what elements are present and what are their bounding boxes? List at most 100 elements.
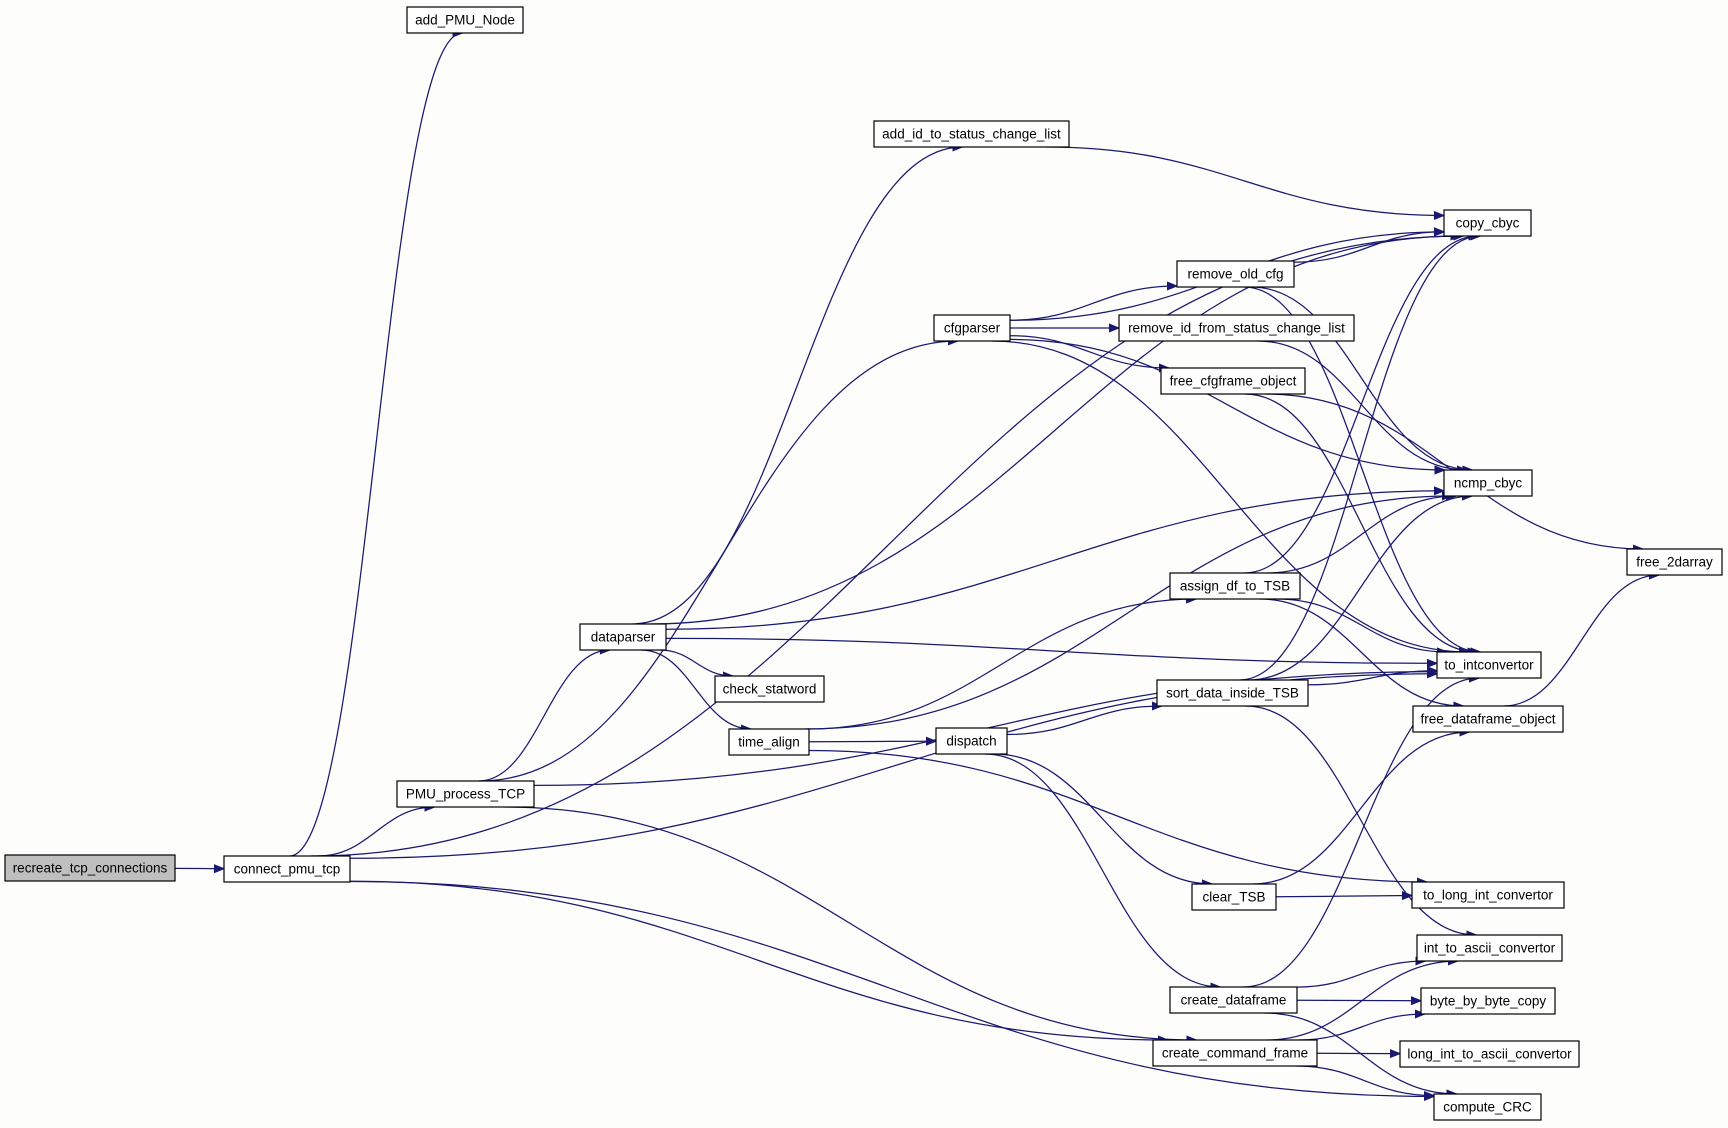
node-box-dataparser[interactable]: [579, 623, 667, 651]
edge-create_dataframe-to-int_to_ascii_convertor: [1296, 961, 1426, 988]
node-box-to_long_int_convertor[interactable]: [1411, 881, 1565, 909]
node-box-ncmp_cbyc[interactable]: [1443, 469, 1533, 497]
node-recreate_tcp_connections[interactable]: recreate_tcp_connections: [4, 854, 176, 882]
edge-time_align-to-dispatch: [808, 741, 936, 742]
edge-PMU_process_TCP-to-create_command_frame: [504, 806, 1196, 1040]
edge-create_dataframe-to-byte_by_byte_copy: [1296, 1000, 1421, 1001]
edge-remove_old_cfg-to-copy_cbyc: [1293, 232, 1444, 263]
edge-connect_pmu_tcp-to-add_PMU_Node: [289, 33, 463, 857]
edge-dataparser-to-copy_cbyc: [650, 236, 1460, 625]
edge-time_align-to-assign_df_to_TSB: [807, 599, 1196, 730]
node-check_statword[interactable]: check_statword: [714, 675, 825, 703]
node-box-sort_data_inside_TSB[interactable]: [1156, 679, 1309, 707]
edge-clear_TSB-to-free_dataframe_object: [1252, 732, 1470, 885]
node-label-add_id_to_status_change_list: add_id_to_status_change_list: [882, 127, 1061, 142]
node-remove_old_cfg[interactable]: remove_old_cfg: [1176, 260, 1295, 288]
edge-dataparser-to-ncmp_cbyc: [665, 491, 1444, 630]
edge-remove_old_cfg-to-to_intconvertor: [1243, 286, 1481, 652]
node-box-long_int_to_ascii_convertor[interactable]: [1399, 1040, 1580, 1068]
node-add_id_to_status_change_list[interactable]: add_id_to_status_change_list: [873, 120, 1070, 148]
node-label-create_command_frame: create_command_frame: [1162, 1046, 1308, 1061]
node-remove_id_from_status_change_list[interactable]: remove_id_from_status_change_list: [1118, 314, 1355, 342]
node-box-remove_id_from_status_change_list[interactable]: [1118, 314, 1355, 342]
node-label-to_long_int_convertor: to_long_int_convertor: [1423, 888, 1553, 903]
node-box-create_command_frame[interactable]: [1152, 1039, 1318, 1067]
edge-connect_pmu_tcp-to-PMU_process_TCP: [317, 807, 435, 857]
node-box-create_dataframe[interactable]: [1169, 986, 1298, 1014]
edge-sort_data_inside_TSB-to-int_to_ascii_convertor: [1245, 705, 1477, 935]
node-box-PMU_process_TCP[interactable]: [396, 780, 535, 808]
node-copy_cbyc[interactable]: copy_cbyc: [1443, 209, 1532, 237]
node-ncmp_cbyc[interactable]: ncmp_cbyc: [1443, 469, 1533, 497]
node-box-dispatch[interactable]: [935, 727, 1008, 755]
node-label-sort_data_inside_TSB: sort_data_inside_TSB: [1166, 686, 1299, 701]
node-box-int_to_ascii_convertor[interactable]: [1416, 934, 1563, 962]
edge-assign_df_to_TSB-to-copy_cbyc: [1243, 236, 1479, 574]
node-free_dataframe_object[interactable]: free_dataframe_object: [1412, 705, 1564, 733]
edge-remove_old_cfg-to-ncmp_cbyc: [1251, 286, 1472, 470]
node-int_to_ascii_convertor[interactable]: int_to_ascii_convertor: [1416, 934, 1563, 962]
node-box-cfgparser[interactable]: [933, 314, 1011, 342]
node-label-connect_pmu_tcp: connect_pmu_tcp: [234, 862, 341, 877]
node-box-copy_cbyc[interactable]: [1443, 209, 1532, 237]
edge-assign_df_to_TSB-to-free_dataframe_object: [1259, 598, 1464, 706]
node-box-byte_by_byte_copy[interactable]: [1420, 987, 1556, 1015]
node-box-add_PMU_Node[interactable]: [406, 6, 524, 34]
node-label-dataparser: dataparser: [591, 630, 656, 645]
node-dataparser[interactable]: dataparser: [579, 623, 667, 651]
node-create_command_frame[interactable]: create_command_frame: [1152, 1039, 1318, 1067]
node-box-time_align[interactable]: [728, 728, 810, 756]
node-label-to_intconvertor: to_intconvertor: [1444, 658, 1534, 673]
node-box-clear_TSB[interactable]: [1191, 883, 1277, 911]
node-byte_by_byte_copy[interactable]: byte_by_byte_copy: [1420, 987, 1556, 1015]
node-box-recreate_tcp_connections[interactable]: [4, 854, 176, 882]
node-label-remove_id_from_status_change_list: remove_id_from_status_change_list: [1128, 321, 1345, 336]
node-label-recreate_tcp_connections: recreate_tcp_connections: [13, 861, 168, 876]
node-box-free_cfgframe_object[interactable]: [1160, 367, 1306, 395]
node-free_cfgframe_object[interactable]: free_cfgframe_object: [1160, 367, 1306, 395]
node-label-long_int_to_ascii_convertor: long_int_to_ascii_convertor: [1407, 1047, 1572, 1062]
node-create_dataframe[interactable]: create_dataframe: [1169, 986, 1298, 1014]
edge-create_command_frame-to-compute_CRC: [1295, 1065, 1434, 1096]
node-free_2darray[interactable]: free_2darray: [1626, 548, 1723, 576]
node-long_int_to_ascii_convertor[interactable]: long_int_to_ascii_convertor: [1399, 1040, 1580, 1068]
node-time_align[interactable]: time_align: [728, 728, 810, 756]
node-box-connect_pmu_tcp[interactable]: [223, 855, 351, 883]
node-label-time_align: time_align: [738, 735, 800, 750]
node-box-assign_df_to_TSB[interactable]: [1169, 572, 1301, 600]
edge-dispatch-to-clear_TSB: [993, 753, 1212, 884]
node-box-free_2darray[interactable]: [1626, 548, 1723, 576]
node-compute_CRC[interactable]: compute_CRC: [1433, 1093, 1542, 1121]
edge-sort_data_inside_TSB-to-to_intconvertor: [1307, 671, 1437, 686]
node-to_long_int_convertor[interactable]: to_long_int_convertor: [1411, 881, 1565, 909]
edge-cfgparser-to-remove_old_cfg: [1009, 286, 1177, 321]
edge-clear_TSB-to-to_long_int_convertor: [1275, 896, 1412, 897]
node-box-to_intconvertor[interactable]: [1436, 651, 1542, 679]
node-connect_pmu_tcp[interactable]: connect_pmu_tcp: [223, 855, 351, 883]
node-label-free_cfgframe_object: free_cfgframe_object: [1170, 374, 1297, 389]
node-add_PMU_Node[interactable]: add_PMU_Node: [406, 6, 524, 34]
edge-free_dataframe_object-to-free_2darray: [1503, 575, 1659, 707]
node-box-free_dataframe_object[interactable]: [1412, 705, 1564, 733]
node-box-remove_old_cfg[interactable]: [1176, 260, 1295, 288]
node-to_intconvertor[interactable]: to_intconvertor: [1436, 651, 1542, 679]
node-box-compute_CRC[interactable]: [1433, 1093, 1542, 1121]
edge-create_command_frame-to-int_to_ascii_convertor: [1266, 961, 1459, 1041]
node-box-add_id_to_status_change_list[interactable]: [873, 120, 1070, 148]
edge-free_cfgframe_object-to-to_intconvertor: [1244, 393, 1478, 652]
edge-sort_data_inside_TSB-to-ncmp_cbyc: [1248, 496, 1472, 681]
node-PMU_process_TCP[interactable]: PMU_process_TCP: [396, 780, 535, 808]
node-assign_df_to_TSB[interactable]: assign_df_to_TSB: [1169, 572, 1301, 600]
edge-time_align-to-ncmp_cbyc: [805, 496, 1452, 730]
node-label-clear_TSB: clear_TSB: [1202, 890, 1265, 905]
edge-connect_pmu_tcp-to-create_command_frame: [349, 880, 1168, 1040]
edge-assign_df_to_TSB-to-ncmp_cbyc: [1266, 496, 1456, 574]
node-cfgparser[interactable]: cfgparser: [933, 314, 1011, 342]
node-label-check_statword: check_statword: [723, 682, 817, 697]
node-clear_TSB[interactable]: clear_TSB: [1191, 883, 1277, 911]
node-box-check_statword[interactable]: [714, 675, 825, 703]
node-dispatch[interactable]: dispatch: [935, 727, 1008, 755]
node-sort_data_inside_TSB[interactable]: sort_data_inside_TSB: [1156, 679, 1309, 707]
node-label-assign_df_to_TSB: assign_df_to_TSB: [1180, 579, 1290, 594]
